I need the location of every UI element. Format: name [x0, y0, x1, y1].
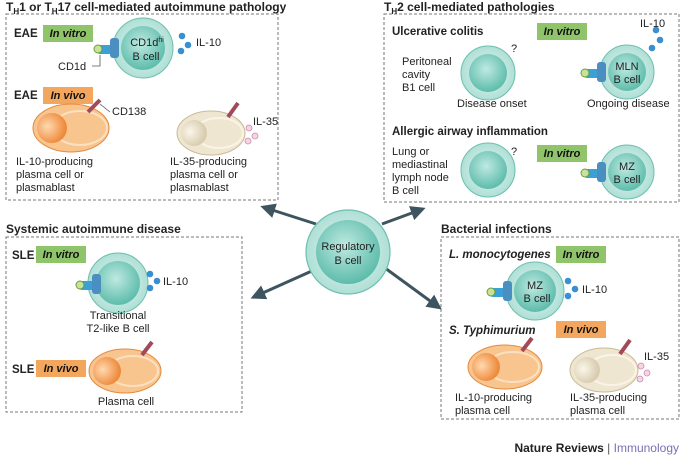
- th2-airway-right-line1: MZ: [619, 161, 635, 173]
- th2-uc-right-line1: MLN: [615, 61, 638, 73]
- th2-airway-left-line1: Lung or: [392, 146, 430, 158]
- th2-uc-left-line1: Peritoneal: [402, 56, 452, 68]
- panel-sad-title: Systemic autoimmune disease: [6, 222, 181, 236]
- bact-st-tag-text: In vivo: [564, 324, 599, 336]
- bact-lm-tag: [556, 246, 606, 263]
- th1-eae1-label: EAE: [14, 28, 38, 40]
- th2-uc-mln-b-cell: [580, 44, 655, 100]
- th2-uc-tag-text: In vitro: [544, 26, 581, 38]
- th1-eae2-cell2-line3: plasmablast: [170, 182, 229, 194]
- th1-cd1d-label: CD1d: [58, 61, 86, 73]
- th2-airway-left-q: ?: [511, 146, 517, 158]
- sad-sle1-caption-line1: Transitional: [90, 310, 146, 322]
- th2-airway-label: Allergic airway inflammation: [392, 126, 548, 138]
- th2-uc-left-q: ?: [511, 43, 517, 55]
- bact-st-label: S. Typhimurium: [449, 325, 535, 337]
- sad-sle2-tag-text: In vivo: [44, 363, 79, 375]
- th2-airway-mz-b-cell: [580, 144, 655, 200]
- panel-th1-title: TH1 or TH17 cell-mediated autoimmune pat…: [6, 0, 287, 16]
- sad-sle1-label: SLE: [12, 250, 35, 262]
- th1-eae2-cell2-cytokine: IL-35: [253, 116, 278, 128]
- th2-uc-right-line2: B cell: [614, 74, 641, 86]
- th1-beige-plasma-cell: [176, 101, 246, 156]
- panel-bact-title: Bacterial infections: [441, 222, 552, 236]
- bact-mz-b-cell: [486, 261, 565, 321]
- th1-cd1d-b-cell: [112, 17, 174, 79]
- bact-st-cell1-line2: plasma cell: [455, 405, 510, 417]
- bact-lm-cell-line1: MZ: [527, 280, 543, 292]
- th2-uc-right-caption: Ongoing disease: [587, 98, 670, 110]
- th2-uc-right-cytokine: IL-10: [640, 18, 665, 30]
- th2-airway-left-line4: B cell: [392, 185, 419, 197]
- th1-eae1-cytokine-dots: [177, 32, 192, 55]
- sad-sle2-tag: [36, 360, 86, 377]
- panel-th2-box: [383, 13, 680, 203]
- th1-eae1-cell-line1: CD1dhi: [130, 37, 164, 49]
- panel-th1-box: [5, 13, 279, 201]
- panel-th2-title: TH2 cell-mediated pathologies: [384, 0, 555, 16]
- th2-airway-left-line2: mediastinal: [392, 159, 448, 171]
- th1-eae1-cell-line2: B cell: [133, 51, 160, 63]
- sad-sle2-label: SLE: [12, 364, 35, 376]
- th1-cd138-leader: [99, 103, 111, 113]
- th1-orange-plasma-cell: [32, 98, 110, 153]
- th1-cd1d-leader: [92, 55, 101, 67]
- sad-sle1-cytokine-dots: [146, 270, 161, 292]
- bact-st-cell1-line1: IL-10-producing: [455, 392, 532, 404]
- sad-sle2-caption: Plasma cell: [98, 396, 154, 408]
- bact-il35-dots: [636, 362, 651, 383]
- th1-eae2-label: EAE: [14, 90, 38, 102]
- th1-eae1-tag-text: In vitro: [50, 28, 87, 40]
- th2-airway-right-line2: B cell: [614, 174, 641, 186]
- th1-eae2-cell1-line3: plasmablast: [16, 182, 75, 194]
- bact-st-cell2-line1: IL-35-producing: [570, 392, 647, 404]
- th1-eae2-cell2-line1: IL-35-producing: [170, 156, 247, 168]
- th1-il35-dots: [244, 124, 259, 145]
- th1-eae2-cell2-line2: plasma cell or: [170, 169, 238, 181]
- th1-receptor-icon: [93, 38, 119, 58]
- sad-sle1-cytokine: IL-10: [163, 276, 188, 288]
- bact-beige-plasma-cell: [569, 338, 639, 393]
- sad-sle1-tag: [36, 246, 86, 263]
- th2-airway-b-cell: [460, 142, 516, 198]
- th1-eae1-tag: [43, 25, 93, 42]
- bact-lm-cytokine: IL-10: [582, 284, 607, 296]
- bact-lm-cell-line2: B cell: [524, 293, 551, 305]
- bact-lm-cytokine-dots: [564, 277, 579, 300]
- th2-uc-label: Ulcerative colitis: [392, 26, 483, 38]
- th2-airway-left-line3: lymph node: [392, 172, 449, 184]
- th1-cd138-label: CD138: [112, 106, 146, 118]
- bact-orange-plasma-cell: [467, 336, 543, 390]
- sad-orange-plasma-cell: [88, 340, 162, 394]
- th1-eae2-tag: [43, 87, 93, 104]
- th2-airway-tag-text: In vitro: [544, 148, 581, 160]
- th2-uc-left-line3: B1 cell: [402, 82, 435, 94]
- th2-uc-cytokine-dots: [648, 26, 664, 52]
- footer-credit: Nature Reviews | Immunology: [514, 441, 679, 455]
- th1-eae2-cell1-line2: plasma cell or: [16, 169, 84, 181]
- th2-uc-left-line2: cavity: [402, 69, 431, 81]
- sad-sle1-caption-line2: T2-like B cell: [87, 323, 150, 335]
- regulatory-b-cell: Regulatory B cell: [305, 209, 391, 295]
- sad-sle1-tag-text: In vitro: [43, 249, 80, 261]
- bact-st-cell2-line2: plasma cell: [570, 405, 625, 417]
- sad-t2-b-cell: [75, 252, 149, 314]
- bact-lm-tag-text: In vitro: [563, 249, 600, 261]
- center-arrows: [250, 203, 442, 310]
- center-line2: B cell: [335, 255, 362, 267]
- th2-airway-tag: [537, 145, 587, 162]
- th1-eae2-cell1-line1: IL-10-producing: [16, 156, 93, 168]
- th1-eae1-cytokine: IL-10: [196, 37, 221, 49]
- th2-uc-tag: [537, 23, 587, 40]
- th1-eae2-tag-text: In vivo: [51, 90, 86, 102]
- th2-uc-b1-cell: [460, 45, 516, 101]
- bact-st-tag: [556, 321, 606, 338]
- center-line1: Regulatory: [321, 241, 375, 253]
- bact-lm-label: L. monocytogenes: [449, 249, 551, 261]
- bact-st-cell2-cytokine: IL-35: [644, 351, 669, 363]
- panel-sad-box: [5, 236, 243, 413]
- th2-uc-left-caption: Disease onset: [457, 98, 527, 110]
